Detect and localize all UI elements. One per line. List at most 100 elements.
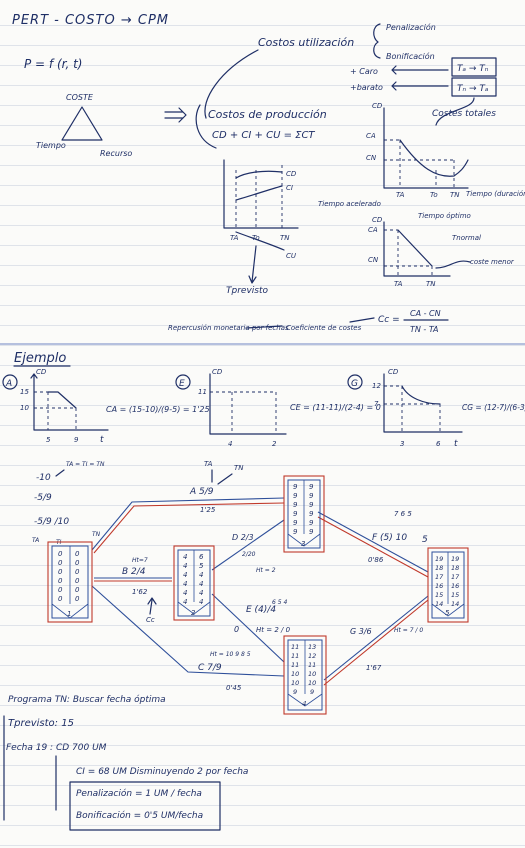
n2-l3: 4 <box>183 580 187 588</box>
label-g: G 3/6 <box>350 627 372 636</box>
label-cc-arrow <box>147 597 157 615</box>
example-g-id: G <box>351 379 358 389</box>
n4-r2: 11 <box>308 661 316 669</box>
label-b-cost: 1'62 <box>132 588 148 596</box>
triangle-left-label: Tiempo <box>36 141 66 150</box>
example-e-x1: 4 <box>228 440 232 448</box>
n4-num: 4 <box>302 700 306 708</box>
ejemplo-heading: Ejemplo <box>14 351 66 366</box>
mas-barato: +barato <box>350 83 383 92</box>
n5-r3: 16 <box>451 582 459 590</box>
graph-direct-cost: CD CA CN TA TN coste menor <box>368 216 515 288</box>
n5-r5: 14 <box>451 600 459 608</box>
n5-l0: 19 <box>435 555 443 563</box>
example-a-line <box>47 391 77 409</box>
n1-r2: 0 <box>75 568 80 576</box>
example-g-axes <box>383 373 463 433</box>
coeficiente: Coeficiente de costes <box>286 324 362 332</box>
costos-utilizacion: Costos utilización <box>258 36 354 49</box>
n1-r5: 0 <box>75 595 80 603</box>
n2-r0: 6 <box>199 553 204 561</box>
n1-r3: 0 <box>75 577 80 585</box>
arrow-barato <box>391 81 449 91</box>
graph3-line <box>397 229 433 267</box>
label-d: D 2/3 <box>232 533 254 542</box>
node-2: 4 4 4 4 4 4 6 5 4 4 4 4 2 <box>173 545 215 621</box>
example-e-cd: CD <box>212 368 223 376</box>
example-g-guides <box>384 385 441 432</box>
note-line-1: -10 <box>36 473 51 483</box>
n1-r0: 0 <box>75 550 80 558</box>
n4-r4: 10 <box>308 679 316 687</box>
graph1-cd: CD <box>286 170 297 178</box>
note-ta: TA <box>32 537 39 544</box>
graph1-cu-curve <box>235 231 285 251</box>
arrow-c <box>91 585 285 677</box>
n5-r2: 17 <box>451 573 460 581</box>
cc-den: TN - TA <box>410 325 438 334</box>
n1-l0: 0 <box>58 550 63 558</box>
graph-costs-production: CD CI CU TA To TN Tprevisto <box>223 159 299 296</box>
arrow-a-blue <box>91 497 285 551</box>
label-top-tn: TN <box>234 464 244 472</box>
example-a-x1: 5 <box>46 436 51 444</box>
n3-r3: 9 <box>309 510 314 518</box>
ci-line: CI = 68 UM Disminuyendo 2 por fecha <box>76 767 248 777</box>
example-a-cd: CD <box>36 368 47 376</box>
note-line-3: -5/9 /10 <box>34 517 69 527</box>
arrow-g-red <box>323 599 429 686</box>
costes-totales: Costes totales <box>432 109 496 119</box>
n5-l4: 15 <box>435 591 443 599</box>
label-d-cost: 2/20 <box>242 551 256 558</box>
example-a-y1: 15 <box>20 388 29 396</box>
node-3: 9 9 9 9 9 9 9 9 9 9 9 9 3 <box>283 475 325 553</box>
example-e: E CD 11 4 2 CE = (11-11)/(2-4) = 0 <box>175 368 381 448</box>
n4-l2: 11 <box>291 661 299 669</box>
n3-r4: 9 <box>309 519 314 527</box>
fecha-line: Fecha 19 : CD 700 UM <box>6 743 107 753</box>
graph3-tn: TN <box>426 280 436 288</box>
graph3-ta: TA <box>394 280 403 288</box>
n5-r0: 19 <box>451 555 459 563</box>
n1-l2: 0 <box>58 568 63 576</box>
example-g-x2: 6 <box>436 440 441 448</box>
note-line-2: -5/9 <box>34 493 52 503</box>
label-c: C 7/9 <box>198 663 222 673</box>
node-1: 0 0 0 0 0 0 0 0 0 0 0 0 1 <box>47 541 93 623</box>
n4-l1: 11 <box>291 652 299 660</box>
label-ht-d: Ht = 2 <box>256 567 276 574</box>
graph1-cu: CU <box>286 252 296 260</box>
repercusion-line <box>245 325 283 329</box>
label-a-cost: 1'25 <box>200 506 216 514</box>
n4-l3: 10 <box>291 670 299 678</box>
n4-r5: 9 <box>310 688 314 696</box>
arrow-d <box>211 519 285 571</box>
n4-l5: 9 <box>293 688 297 696</box>
example-e-y1: 11 <box>198 388 207 396</box>
label-b: B 2/4 <box>122 567 146 577</box>
n3-l1: 9 <box>293 492 298 500</box>
graph3-cn: CN <box>368 256 379 264</box>
graph2-cd: CD <box>372 102 383 110</box>
example-g-cd: CD <box>388 368 399 376</box>
example-e-axes <box>209 373 287 435</box>
graph2-to: To <box>430 191 438 199</box>
example-a-guides <box>34 391 77 430</box>
graph-total-costs: CD CA CN TA To TN Tiempo (duración del p… <box>318 102 525 242</box>
n4-r3: 10 <box>308 670 316 678</box>
cc-lhs: Cc = <box>378 315 400 325</box>
cc-num: CA - CN <box>410 309 441 318</box>
n4-l4: 10 <box>291 679 299 687</box>
coef-line <box>349 317 375 323</box>
example-a-y2: 10 <box>20 404 29 412</box>
n2-r4: 4 <box>199 589 203 597</box>
tprevisto: Tprevisto: 15 <box>8 718 74 729</box>
triangle-right-label: Recurso <box>100 149 132 158</box>
graph1-to: To <box>252 234 260 242</box>
n2-l4: 4 <box>183 589 187 597</box>
example-g-t: t <box>454 439 458 449</box>
label-ht-c: Ht = 10 9 8 5 <box>210 651 251 658</box>
n5-r1: 18 <box>451 564 459 572</box>
n3-l4: 9 <box>293 519 298 527</box>
